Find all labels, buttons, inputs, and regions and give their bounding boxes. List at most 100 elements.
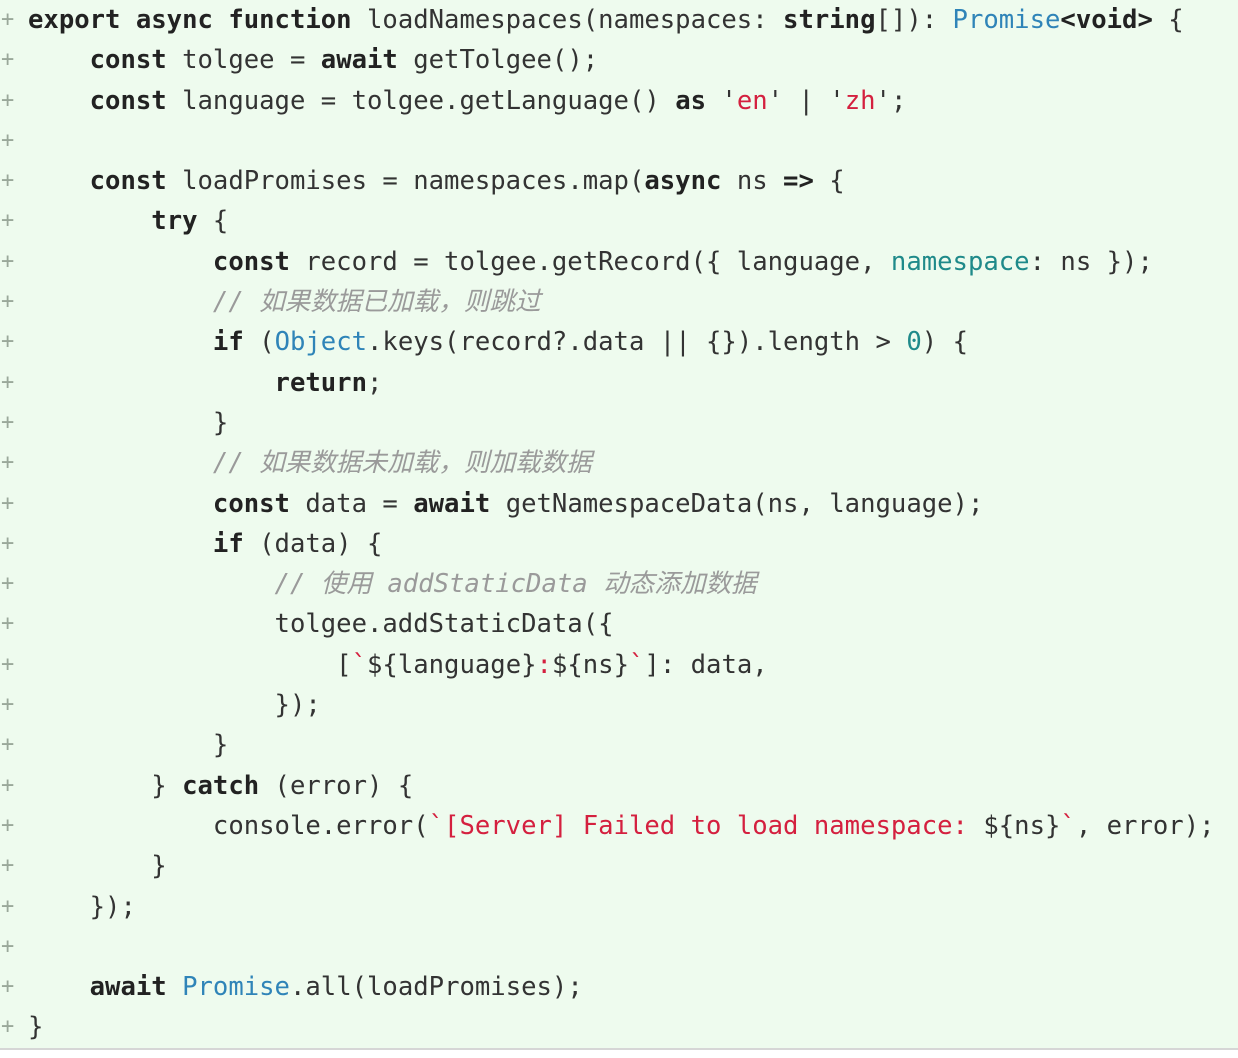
code-text: const data = await getNamespaceData(ns, … — [28, 484, 983, 524]
diff-line: + } catch (error) { — [0, 766, 1238, 806]
diff-line: + } — [0, 725, 1238, 765]
diff-line: + export async function loadNamespaces(na… — [0, 0, 1238, 40]
code-token: (data) { — [243, 528, 383, 559]
added-line-marker: + — [1, 450, 15, 476]
comment: // 使用 addStaticData 动态添加数据 — [274, 569, 757, 600]
diff-line: + // 使用 addStaticData 动态添加数据 — [0, 564, 1238, 604]
keyword: await — [89, 972, 167, 1003]
code-token: } — [28, 1012, 44, 1043]
code-token — [28, 206, 151, 236]
diff-line: + }); — [0, 887, 1238, 927]
code-text: const loadPromises = namespaces.map(asyn… — [28, 161, 845, 201]
code-token: ) { — [921, 327, 968, 358]
diff-line: + await Promise.all(loadPromises); — [0, 967, 1238, 1007]
string-literal: `[Server] Failed to load namespace: — [428, 810, 984, 841]
keyword: const — [212, 246, 290, 277]
string-literal: : — [536, 649, 552, 680]
code-token — [28, 529, 213, 559]
code-token: ns — [721, 166, 784, 197]
code-text: const record = tolgee.getRecord({ langua… — [28, 242, 1153, 282]
code-token: language = tolgee.getLanguage() — [166, 85, 676, 116]
added-line-marker: + — [1, 409, 15, 435]
string-literal: ` — [628, 649, 645, 680]
code-text: // 使用 addStaticData 动态添加数据 — [28, 564, 757, 604]
added-line-marker: + — [1, 7, 15, 32]
code-text: }); — [28, 887, 136, 927]
added-line-marker: + — [1, 772, 15, 798]
added-line-marker: + — [1, 611, 15, 637]
code-token — [28, 972, 90, 1002]
code-text: console.error(`[Server] Failed to load n… — [28, 806, 1215, 846]
keyword: export async function — [28, 5, 352, 35]
diff-line: + const language = tolgee.getLanguage() … — [0, 81, 1238, 121]
keyword: return — [274, 367, 367, 398]
keyword: catch — [182, 770, 260, 801]
added-line-marker: + — [1, 812, 15, 838]
code-text: } — [28, 846, 166, 886]
added-line-marker: + — [1, 248, 15, 274]
diff-line: + const data = await getNamespaceData(ns… — [0, 484, 1238, 524]
code-token: ${ns} — [551, 649, 629, 680]
code-token — [28, 287, 213, 317]
type-name: Promise — [952, 5, 1061, 35]
keyword: async — [644, 166, 722, 197]
string-literal: en — [736, 85, 768, 116]
code-token: { — [1152, 5, 1184, 35]
code-token: ${ns} — [983, 810, 1061, 841]
added-line-marker: + — [1, 87, 15, 113]
code-token: ; — [367, 367, 383, 398]
code-text: [`${language}:${ns}`]: data, — [28, 645, 768, 685]
code-token — [28, 448, 213, 478]
diff-line: + } — [0, 846, 1238, 886]
code-text: } — [28, 725, 228, 765]
diff-line: + return; — [0, 363, 1238, 403]
code-token: { — [813, 166, 845, 197]
diff-line: + — [0, 121, 1238, 161]
keyword: const — [89, 45, 167, 76]
keyword: const — [89, 166, 167, 197]
added-line-marker: + — [1, 329, 15, 355]
keyword: <void> — [1060, 5, 1153, 35]
property-name: 0 — [906, 327, 922, 358]
added-line-marker: + — [1, 127, 15, 153]
code-text: tolgee.addStaticData({ — [28, 604, 614, 644]
code-token: tolgee.addStaticData({ — [28, 609, 614, 640]
code-token — [28, 166, 90, 196]
code-token: loadNamespaces(namespaces: — [351, 5, 784, 35]
added-line-marker: + — [1, 208, 15, 234]
code-token: : ns }); — [1029, 246, 1153, 277]
code-token — [28, 247, 213, 277]
code-text: return; — [28, 363, 383, 403]
comment: // 如果数据未加载，则加载数据 — [212, 448, 592, 479]
keyword: const — [89, 85, 167, 116]
code-text: } catch (error) { — [28, 766, 413, 806]
code-token: getNamespaceData(ns, language); — [490, 488, 984, 519]
added-line-marker: + — [1, 47, 15, 73]
code-token: console.error( — [28, 810, 429, 841]
code-token: getTolgee(); — [397, 45, 599, 76]
added-line-marker: + — [1, 571, 15, 597]
comment: // 如果数据已加载，则跳过 — [212, 287, 541, 318]
code-text: export async function loadNamespaces(nam… — [28, 0, 1184, 40]
string-literal: ` — [1060, 810, 1076, 841]
code-token — [167, 972, 182, 1002]
added-line-marker: + — [1, 1014, 15, 1040]
added-line-marker: + — [1, 651, 15, 677]
keyword: if — [212, 528, 244, 559]
code-token: data = — [289, 488, 414, 519]
keyword: await — [320, 45, 398, 76]
code-text: try { — [28, 201, 228, 241]
code-token: .keys(record?.data || {}).length > — [367, 327, 907, 358]
code-token — [28, 489, 213, 519]
code-text: } — [28, 1007, 43, 1047]
diff-line: + const tolgee = await getTolgee(); — [0, 40, 1238, 80]
added-line-marker: + — [1, 893, 15, 919]
code-token: ' | ' — [767, 85, 845, 116]
added-line-marker: + — [1, 692, 15, 718]
diff-line: + try { — [0, 201, 1238, 241]
code-token: record = tolgee.getRecord({ language, — [289, 246, 891, 277]
code-token: } — [28, 730, 229, 761]
diff-line: + if (data) { — [0, 524, 1238, 564]
code-token: } — [28, 770, 183, 801]
